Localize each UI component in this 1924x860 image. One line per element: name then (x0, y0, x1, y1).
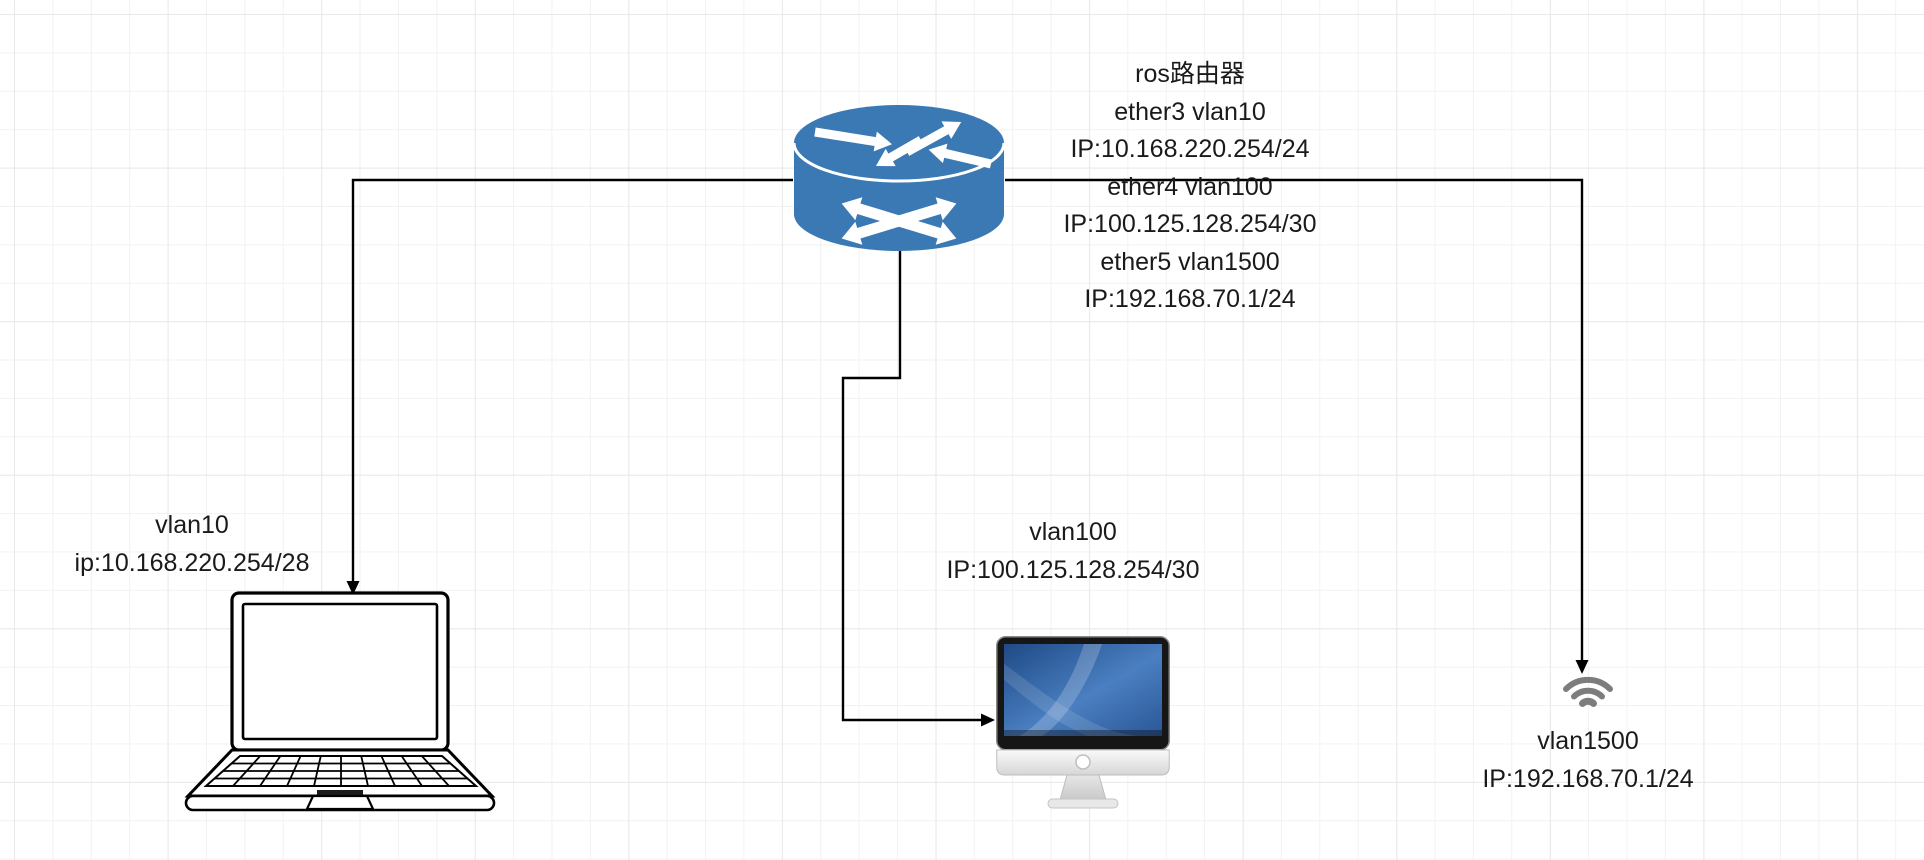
desktop-base (1047, 798, 1119, 809)
desktop-vlan-label: vlan100 (1029, 518, 1117, 546)
router-ether5-ip: IP:192.168.70.1/24 (1084, 285, 1296, 313)
laptop-label: vlan10 ip:10.168.220.254/28 (40, 507, 344, 582)
wifi-icon[interactable] (1558, 662, 1618, 708)
router-label: ros路由器 ether3 vlan10 IP:10.168.220.254/2… (1015, 56, 1365, 319)
router-title: ros路由器 (1135, 60, 1245, 88)
router-ether3-ip: IP:10.168.220.254/24 (1070, 135, 1310, 163)
laptop-key-grid (214, 755, 468, 787)
wifi-ip-label: IP:192.168.70.1/24 (1482, 764, 1694, 793)
connector-router-laptop[interactable] (346, 178, 794, 595)
desktop-computer-icon[interactable] (996, 636, 1172, 810)
router-icon[interactable] (792, 104, 1006, 252)
router-front-arrows (841, 197, 957, 245)
connector-router-desktop[interactable] (841, 251, 995, 727)
laptop-ip-label: ip:10.168.220.254/28 (74, 548, 310, 577)
laptop-vlan-label: vlan10 (155, 511, 229, 539)
wifi-label: vlan1500 IP:192.168.70.1/24 (1438, 723, 1738, 798)
wifi-vlan-label: vlan1500 (1537, 727, 1639, 755)
router-ether4-ip: IP:100.125.128.254/30 (1063, 210, 1317, 238)
laptop-trackpad-hinge (317, 790, 363, 796)
router-top-arrows (814, 121, 993, 169)
desktop-stand (1059, 774, 1107, 801)
desktop-screen (1004, 644, 1162, 736)
router-ether3-label: ether3 vlan10 (1114, 97, 1266, 126)
laptop-icon[interactable] (180, 589, 500, 814)
laptop-trackpad (305, 794, 375, 811)
desktop-label: vlan100 IP:100.125.128.254/30 (923, 514, 1223, 589)
router-ether4-label: ether4 vlan100 (1107, 172, 1273, 201)
connector-router-wifi[interactable] (1005, 178, 1589, 674)
router-ether5-label: ether5 vlan1500 (1100, 247, 1280, 276)
desktop-button (1075, 754, 1091, 770)
desktop-ip-label: IP:100.125.128.254/30 (946, 555, 1200, 584)
